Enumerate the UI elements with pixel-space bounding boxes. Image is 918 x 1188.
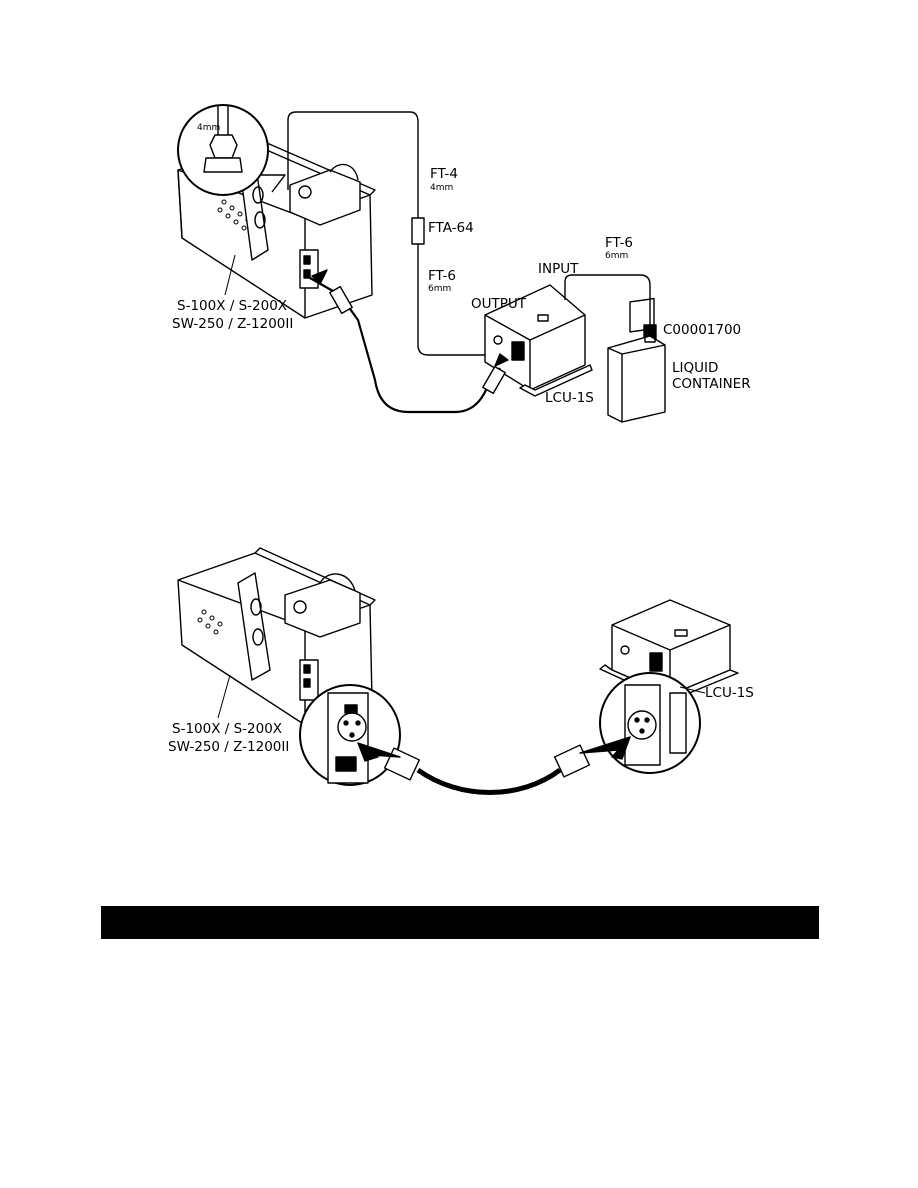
lcu-unit-illustration: [484, 284, 593, 397]
machine-xlr-zoom-inset: [299, 684, 401, 786]
input-label: INPUT: [538, 261, 579, 277]
section-header-bar: [101, 906, 819, 939]
tube-ft6b-label: FT-6: [605, 235, 633, 251]
tube-ft6-label: FT-6: [428, 268, 456, 284]
adapter-fta64: [411, 217, 425, 245]
lcu-xlr-zoom-inset: [599, 672, 701, 774]
part-number-label: C00001700: [663, 322, 741, 338]
liquid-container-illustration: [607, 297, 666, 423]
lcu-unit-label: LCU-1S: [545, 390, 594, 406]
fog-machine-illustration: [177, 547, 376, 726]
machine-models-line2: SW-250 / Z-1200II: [172, 316, 293, 332]
liquid-container-label-1: LIQUID: [672, 360, 718, 376]
tube-ft4-size: 4mm: [430, 183, 453, 193]
lcu-unit-illustration: [599, 599, 739, 702]
tube-ft6-output: [417, 244, 490, 356]
connection-diagram-bottom: LCU-1S S-100X / S-200X SW-250 / Z-1200II: [168, 547, 754, 795]
machine-models-line2: SW-250 / Z-1200II: [168, 739, 289, 755]
output-label: OUTPUT: [471, 296, 527, 312]
machine-models-line1: S-100X / S-200X: [177, 298, 287, 314]
nozzle-size-label: 4mm: [197, 123, 220, 133]
tube-ft6-input: [564, 274, 651, 325]
xlr-cable: [309, 277, 501, 414]
tube-ft4: [287, 111, 419, 218]
lcu-unit-label: LCU-1S: [705, 685, 754, 701]
xlr-cable: [416, 767, 562, 795]
machine-models-line1: S-100X / S-200X: [172, 721, 282, 737]
tube-ft6b-size: 6mm: [605, 251, 628, 261]
tube-ft4-label: FT-4: [430, 166, 458, 182]
connection-diagram-top: 4mm FT-4 4mm FTA-64 FT-6 6mm FT-6 6mm IN…: [172, 104, 751, 423]
tube-ft6-size: 6mm: [428, 284, 451, 294]
liquid-container-label-2: CONTAINER: [672, 376, 751, 392]
adapter-label: FTA-64: [428, 220, 474, 236]
nozzle-zoom-inset: [177, 104, 286, 196]
